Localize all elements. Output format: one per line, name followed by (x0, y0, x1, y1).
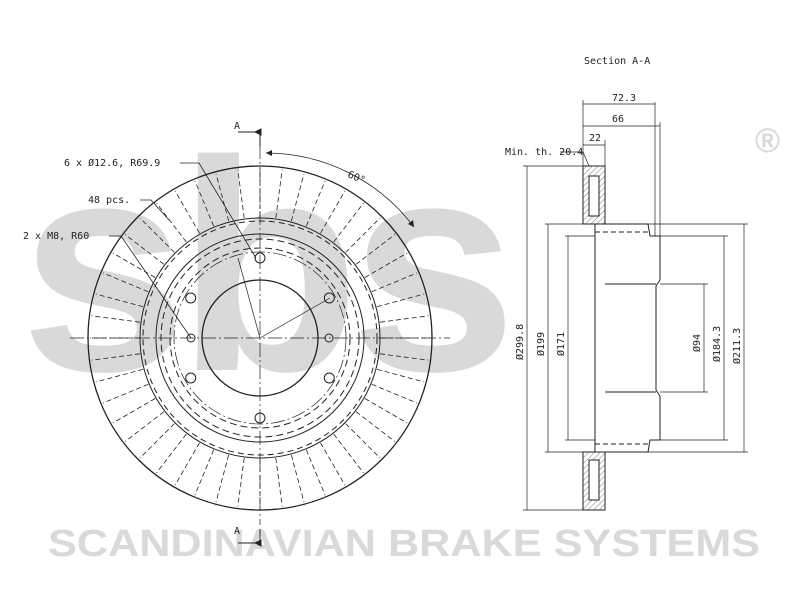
cooling-vane (379, 353, 429, 361)
cooling-vane (139, 423, 175, 459)
cooling-vane (371, 272, 418, 293)
dim-hat-outer-diameter: Ø211.3 (731, 328, 743, 364)
cooling-vane (156, 433, 187, 474)
angle-arrow-end (408, 220, 414, 227)
dim-hat-inner-diameter: Ø171 (555, 332, 567, 356)
angle-arrow-start (266, 150, 272, 156)
cooling-vane (237, 169, 245, 219)
bolt-holes (185, 252, 335, 424)
cooling-vane (215, 454, 230, 503)
cooling-vane (112, 398, 156, 424)
cooling-vane (355, 411, 396, 442)
cooling-vane (320, 190, 346, 234)
callout-threads: 2 x M8, R60 (23, 231, 89, 242)
min-thickness-label: Min. th. 20.4 (505, 147, 583, 158)
bolt-hole (323, 372, 335, 384)
cooling-vane (371, 383, 418, 404)
cooling-vane (112, 252, 156, 278)
bolt-hole (323, 292, 335, 304)
radius-leader-1 (237, 257, 261, 339)
dim-hat-step-diameter: Ø184.3 (711, 326, 723, 362)
width-dimensions (560, 100, 661, 236)
cooling-vane (290, 173, 305, 222)
threaded-hole (186, 333, 196, 343)
cooling-vane (95, 293, 144, 308)
cooling-vane (305, 180, 326, 227)
cooling-vane (333, 202, 364, 243)
front-view (70, 145, 450, 525)
dim-center-bore: Ø94 (691, 334, 703, 352)
cooling-vane (290, 454, 305, 503)
cooling-vane (139, 217, 175, 253)
cooling-vane (124, 411, 165, 442)
dim-hat-depth: 66 (612, 114, 624, 125)
cooling-vane (376, 368, 425, 383)
cooling-vane (194, 449, 215, 496)
vent-cavity-bottom (588, 459, 600, 501)
dim-overall-width: 72.3 (612, 93, 636, 104)
cooling-vane (275, 169, 283, 219)
section-marker-bottom-label: A (234, 526, 240, 537)
callout-threads-leader (109, 235, 192, 339)
dim-friction-inner-diameter: Ø199 (535, 332, 547, 356)
section-marker-top-arrow (253, 128, 262, 136)
cooling-vane (320, 442, 346, 486)
section-marker-top-label: A (234, 121, 240, 132)
cooling-vane (275, 457, 283, 507)
threaded-hole (324, 333, 334, 343)
callout-holes-leader (180, 162, 257, 259)
cooling-vane (102, 272, 149, 293)
cooling-vane (124, 234, 165, 265)
dim-disc-thickness: 22 (589, 133, 601, 144)
callout-holes: 6 x Ø12.6, R69.9 (64, 157, 160, 169)
cooling-vane (194, 180, 215, 227)
min-thickness-leader (560, 151, 590, 167)
vent-cavity-top (588, 175, 600, 217)
cooling-vane (91, 315, 141, 323)
bolt-hole (254, 252, 266, 264)
hat-profile (605, 223, 661, 453)
cooling-vane (95, 368, 144, 383)
cooling-vanes (90, 168, 430, 508)
radius-leader-2 (259, 297, 331, 339)
cooling-vane (215, 173, 230, 222)
cooling-vane (174, 190, 200, 234)
cooling-vane (91, 353, 141, 361)
angle-arc (265, 152, 415, 228)
bolt-hole (185, 372, 197, 384)
callout-vents: 48 pcs. (88, 195, 130, 206)
hat-step-circle (169, 247, 351, 429)
section-marker-bottom-arrow (253, 539, 262, 547)
cooling-vane (379, 315, 429, 323)
dim-outer-diameter: Ø299.8 (514, 324, 526, 360)
bolt-hole (254, 412, 266, 424)
registered-mark: ® (755, 122, 780, 160)
cooling-vane (364, 252, 408, 278)
cooling-vane (345, 423, 381, 459)
cooling-vane (345, 217, 381, 253)
section-view (582, 165, 661, 511)
section-markers (238, 128, 262, 547)
cooling-vane (102, 383, 149, 404)
section-title: Section A-A (584, 56, 650, 67)
watermark-logo: sbs (20, 98, 507, 434)
cooling-vane (355, 234, 396, 265)
cooling-vane (237, 457, 245, 507)
cooling-vane (305, 449, 326, 496)
bolt-hole (185, 292, 197, 304)
cooling-vane (364, 398, 408, 424)
callout-leaders (109, 162, 257, 339)
cooling-vane (376, 293, 425, 308)
watermark-company-name: SCANDINAVIAN BRAKE SYSTEMS (48, 523, 760, 565)
cooling-vane (174, 442, 200, 486)
cooling-vane (333, 433, 364, 474)
cooling-vane (156, 202, 187, 243)
diameter-dimensions (523, 165, 748, 511)
callout-vents-leader (140, 199, 170, 221)
